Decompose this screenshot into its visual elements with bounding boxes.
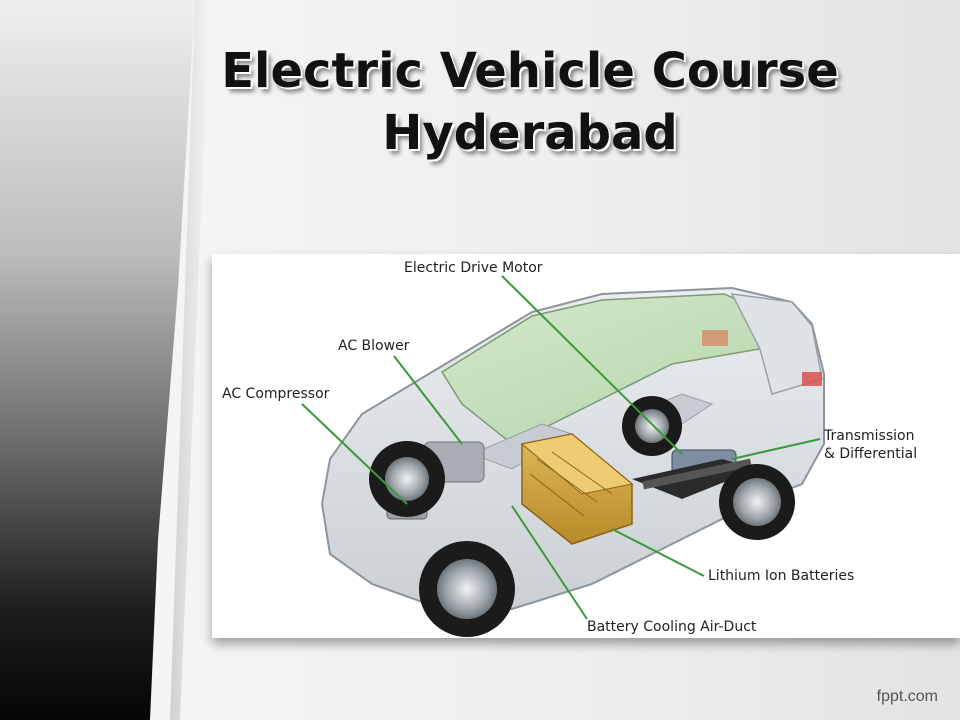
battery-pack (520, 433, 634, 545)
title-line-2: Hyderabad (382, 105, 678, 161)
label-transmission-line1: Transmission (824, 428, 915, 444)
label-lithium-ion-batteries: Lithium Ion Batteries (708, 568, 855, 584)
rear-axle (642, 458, 752, 490)
label-transmission-line2: & Differential (824, 446, 918, 462)
slide-title: Electric Vehicle Course Hyderabad (140, 40, 920, 164)
callout-lines (301, 275, 821, 620)
car-illustration (301, 275, 825, 637)
label-transmission-differential: Transmission & Differential (824, 427, 917, 463)
footer-brand: fppt.com (876, 688, 938, 705)
wheel-front-right (419, 541, 515, 637)
ev-cutaway-diagram: Electric Drive Motor AC Blower AC Compre… (212, 254, 960, 638)
label-ac-compressor: AC Compressor (222, 386, 330, 402)
tail-light (802, 372, 822, 386)
label-electric-drive-motor: Electric Drive Motor (404, 260, 543, 276)
wheel-rear-right (719, 464, 795, 540)
label-ac-blower: AC Blower (338, 338, 410, 354)
label-battery-cooling-air-duct: Battery Cooling Air-Duct (587, 619, 757, 635)
wheel-front-left (369, 441, 445, 517)
title-line-1: Electric Vehicle Course (221, 43, 839, 99)
wheel-rear-left (622, 396, 682, 456)
rear-light-top (702, 330, 728, 346)
